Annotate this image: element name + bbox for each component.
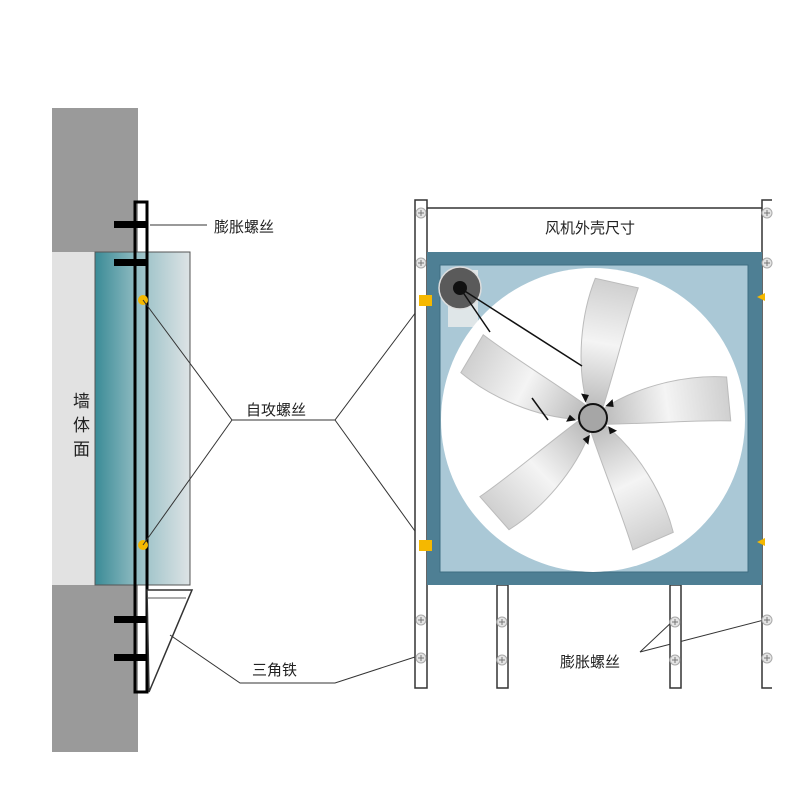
self-tapping-screw-icon: [419, 295, 432, 306]
wall-face-char: 体: [73, 416, 90, 436]
screw-icon: [761, 257, 773, 269]
fan-blade: [590, 424, 674, 551]
leader-lines: [142, 224, 765, 684]
label-wall-face: 墙 体 面: [73, 390, 93, 462]
fan-blades: [460, 277, 732, 551]
wall-lower: [52, 585, 138, 752]
fan-blade: [460, 333, 587, 422]
label-self-tapping-screw: 自攻螺丝: [246, 401, 307, 419]
label-expansion-screw-top: 膨胀螺丝: [214, 218, 275, 236]
front-view: [414, 199, 773, 689]
screw-icon: [669, 616, 681, 628]
expansion-bolts: [114, 221, 148, 661]
belt: [459, 287, 583, 367]
side-view: [52, 108, 194, 752]
wall-face-char: 墙: [73, 392, 90, 412]
wall-face-char: 面: [73, 440, 90, 460]
screw-icon: [496, 654, 508, 666]
mounting-bracket: [133, 200, 149, 694]
leg-post: [496, 584, 509, 689]
belt: [459, 287, 491, 333]
screw-icon: [415, 614, 427, 626]
leg-post: [669, 584, 682, 689]
screw-icon: [669, 654, 681, 666]
screw-icon: [415, 257, 427, 269]
label-triangle-iron: 三角铁: [252, 661, 298, 679]
fan-blade: [479, 419, 591, 531]
wall-opening: [52, 252, 95, 585]
label-fan-housing-size: 风机外壳尺寸: [545, 219, 636, 237]
screw-icon: [761, 207, 773, 219]
fan-blade: [603, 376, 732, 425]
label-expansion-screw-bottom: 膨胀螺丝: [560, 653, 621, 671]
fan-hub: [578, 403, 608, 433]
triangle-iron: [146, 589, 194, 693]
expansion-screws: [415, 207, 773, 666]
screw-icon: [761, 614, 773, 626]
screw-icon: [761, 652, 773, 664]
fan-side-panel: [94, 251, 191, 586]
wall-upper: [52, 108, 138, 252]
screw-icon: [496, 616, 508, 628]
screw-icon: [415, 652, 427, 664]
screw-icon: [415, 207, 427, 219]
self-tapping-screw-icon: [419, 540, 432, 551]
fan-blade: [580, 277, 639, 409]
